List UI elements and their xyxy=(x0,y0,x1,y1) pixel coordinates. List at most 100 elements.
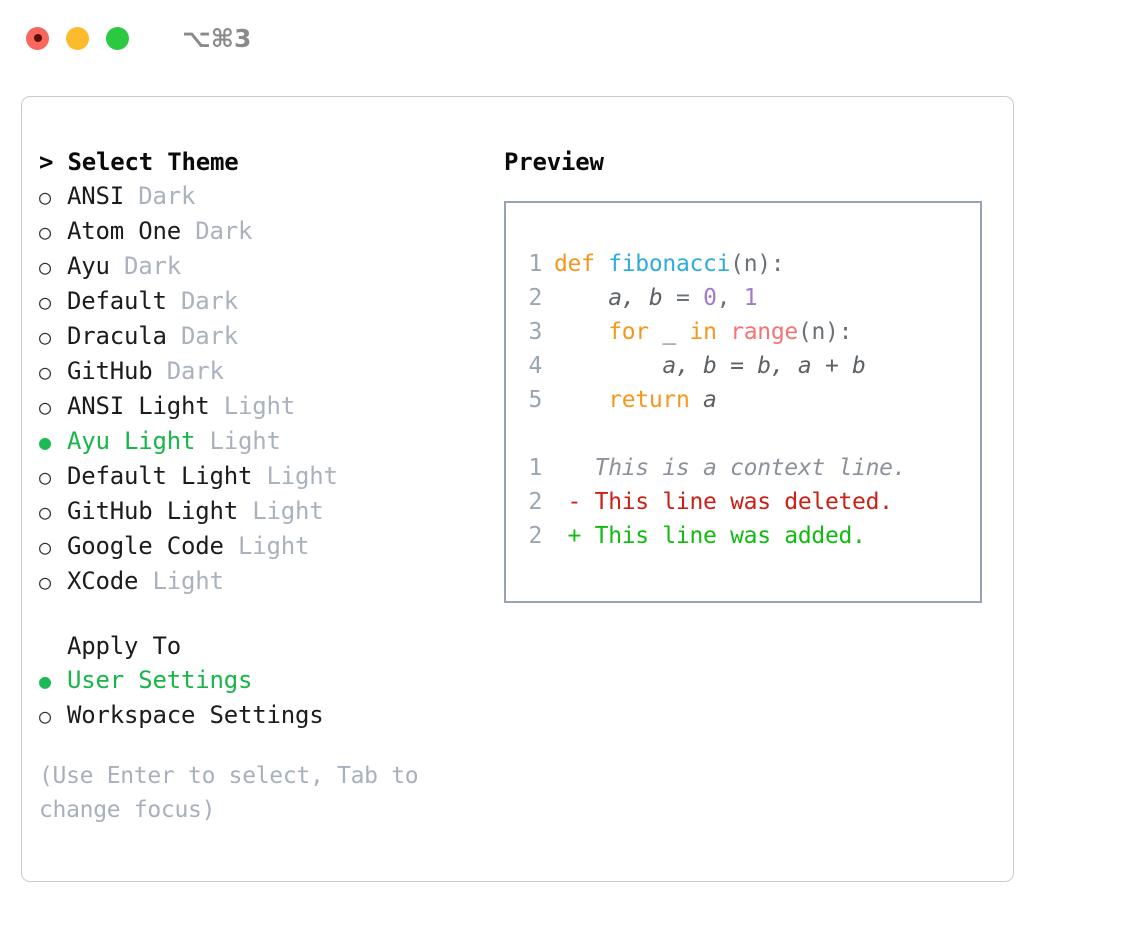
select-theme-heading: > Select Theme xyxy=(39,148,239,176)
radio-unselected-icon: ○ xyxy=(39,570,51,594)
radio-unselected-icon: ○ xyxy=(39,360,51,384)
code-token xyxy=(676,319,690,345)
diff-line: 2 - This line was deleted. xyxy=(520,485,980,519)
code-token: range xyxy=(730,319,798,345)
close-button[interactable] xyxy=(26,26,49,50)
theme-option[interactable]: ○ Ayu Dark xyxy=(39,249,492,284)
theme-option[interactable]: ○ GitHub Light Light xyxy=(39,494,492,529)
close-button-dot xyxy=(33,34,42,42)
theme-option-kind: Dark xyxy=(195,217,253,245)
theme-option[interactable]: ○ ANSI Light Light xyxy=(39,389,492,424)
theme-option-label: Google Code xyxy=(67,532,224,560)
apply-to-option-label: User Settings xyxy=(67,666,253,694)
apply-to-option-list[interactable]: ● User Settings ○Workspace Settings xyxy=(39,663,492,733)
theme-option-kind: Dark xyxy=(166,357,224,385)
diff-line-number: 2 xyxy=(528,489,542,515)
apply-to-heading: Apply To xyxy=(67,632,181,660)
code-line: 4 a, b = b, a + b xyxy=(520,349,980,383)
radio-unselected-icon: ○ xyxy=(39,465,51,489)
code-line-content: return a xyxy=(554,383,717,417)
code-line-content: a, b = 0, 1 xyxy=(554,281,757,315)
window-controls xyxy=(26,26,129,50)
theme-option[interactable]: ○Google Code Light xyxy=(39,529,492,564)
keyboard-shortcut-label: ⌥⌘3 xyxy=(182,23,252,53)
minimize-button[interactable] xyxy=(66,26,89,50)
theme-option-kind: Light xyxy=(209,427,281,455)
code-token: _ xyxy=(662,319,676,345)
theme-option-list[interactable]: ○ANSI Dark○Atom One Dark○Ayu Dark○Defaul… xyxy=(39,179,492,599)
title-bar: ⌥⌘3 xyxy=(0,0,1140,76)
theme-option[interactable]: ○Default Light Light xyxy=(39,459,492,494)
spacer xyxy=(210,389,224,423)
theme-option-label: GitHub Light xyxy=(67,497,238,525)
theme-option-label: GitHub xyxy=(67,357,153,385)
code-token: 0 xyxy=(703,285,717,311)
maximize-button[interactable] xyxy=(106,26,129,50)
theme-option[interactable]: ○Atom One Dark xyxy=(39,214,492,249)
radio-unselected-icon: ○ xyxy=(39,500,51,524)
diff-line: 2 + This line was added. xyxy=(520,519,980,553)
code-token: a xyxy=(703,387,717,413)
radio-unselected-icon: ○ xyxy=(39,325,51,349)
code-line: 2 a, b = 0, 1 xyxy=(520,281,980,315)
theme-option[interactable]: ○ XCode Light xyxy=(39,564,492,599)
code-line: 5 return a xyxy=(520,383,980,417)
diff-line-content: This is a context line. xyxy=(554,455,907,481)
radio-unselected-icon: ○ xyxy=(39,395,51,419)
code-token: = xyxy=(662,285,704,311)
theme-option[interactable]: ○ GitHub Dark xyxy=(39,354,492,389)
diff-line: 1 This is a context line. xyxy=(520,451,980,485)
code-token xyxy=(554,353,662,379)
diff-line-content: - This line was deleted. xyxy=(554,489,893,515)
spacer xyxy=(195,424,209,458)
code-token xyxy=(554,285,608,311)
radio-unselected-icon: ○ xyxy=(39,220,51,244)
theme-option-kind: Light xyxy=(238,532,310,560)
theme-option[interactable]: ○Default Dark xyxy=(39,284,492,319)
code-line-content: for _ in range(n): xyxy=(554,315,852,349)
theme-option[interactable]: ○ANSI Dark xyxy=(39,179,492,214)
spacer xyxy=(138,564,152,598)
spacer xyxy=(167,284,181,318)
code-line-number: 1 xyxy=(528,251,542,277)
diff-line-number: 2 xyxy=(528,523,542,549)
theme-option[interactable]: ●Ayu Light Light xyxy=(39,424,492,459)
theme-option-kind: Dark xyxy=(181,322,238,350)
theme-option-kind: Dark xyxy=(181,287,238,315)
theme-option[interactable]: ○Dracula Dark xyxy=(39,319,492,354)
radio-selected-icon: ● xyxy=(39,669,51,693)
radio-unselected-icon: ○ xyxy=(39,255,51,279)
code-token: for xyxy=(608,319,663,345)
code-token: in xyxy=(689,319,731,345)
code-token: , xyxy=(716,285,744,311)
theme-option-label: XCode xyxy=(67,567,139,595)
code-line-content: def fibonacci(n): xyxy=(554,247,785,281)
theme-option-kind: Dark xyxy=(124,252,181,280)
diff-line-number: 1 xyxy=(528,455,542,481)
diff-sample: 1 This is a context line.2 - This line w… xyxy=(520,451,980,553)
spacer xyxy=(252,459,266,493)
theme-picker-panel: > Select Theme ○ANSI Dark○Atom One Dark○… xyxy=(22,145,492,881)
preview-heading: Preview xyxy=(504,148,604,176)
radio-selected-icon: ● xyxy=(39,430,51,454)
theme-option-kind: Light xyxy=(266,462,338,490)
code-token: (n): xyxy=(797,319,853,345)
code-token: a, b xyxy=(608,285,663,311)
spacer xyxy=(238,494,252,528)
theme-option-label: Ayu xyxy=(67,252,110,280)
theme-option-label: ANSI Light xyxy=(67,392,210,420)
apply-to-option[interactable]: ○Workspace Settings xyxy=(39,698,492,733)
code-line-number: 3 xyxy=(528,319,542,345)
radio-unselected-icon: ○ xyxy=(39,704,51,728)
theme-option-kind: Light xyxy=(252,497,324,525)
theme-option-kind: Light xyxy=(223,392,295,420)
dialog-card: > Select Theme ○ANSI Dark○Atom One Dark○… xyxy=(21,96,1014,882)
apply-to-option[interactable]: ● User Settings xyxy=(39,663,492,698)
radio-unselected-icon: ○ xyxy=(39,185,51,209)
code-line: 3 for _ in range(n): xyxy=(520,315,980,349)
code-token xyxy=(554,319,608,345)
theme-option-kind: Light xyxy=(152,567,224,595)
